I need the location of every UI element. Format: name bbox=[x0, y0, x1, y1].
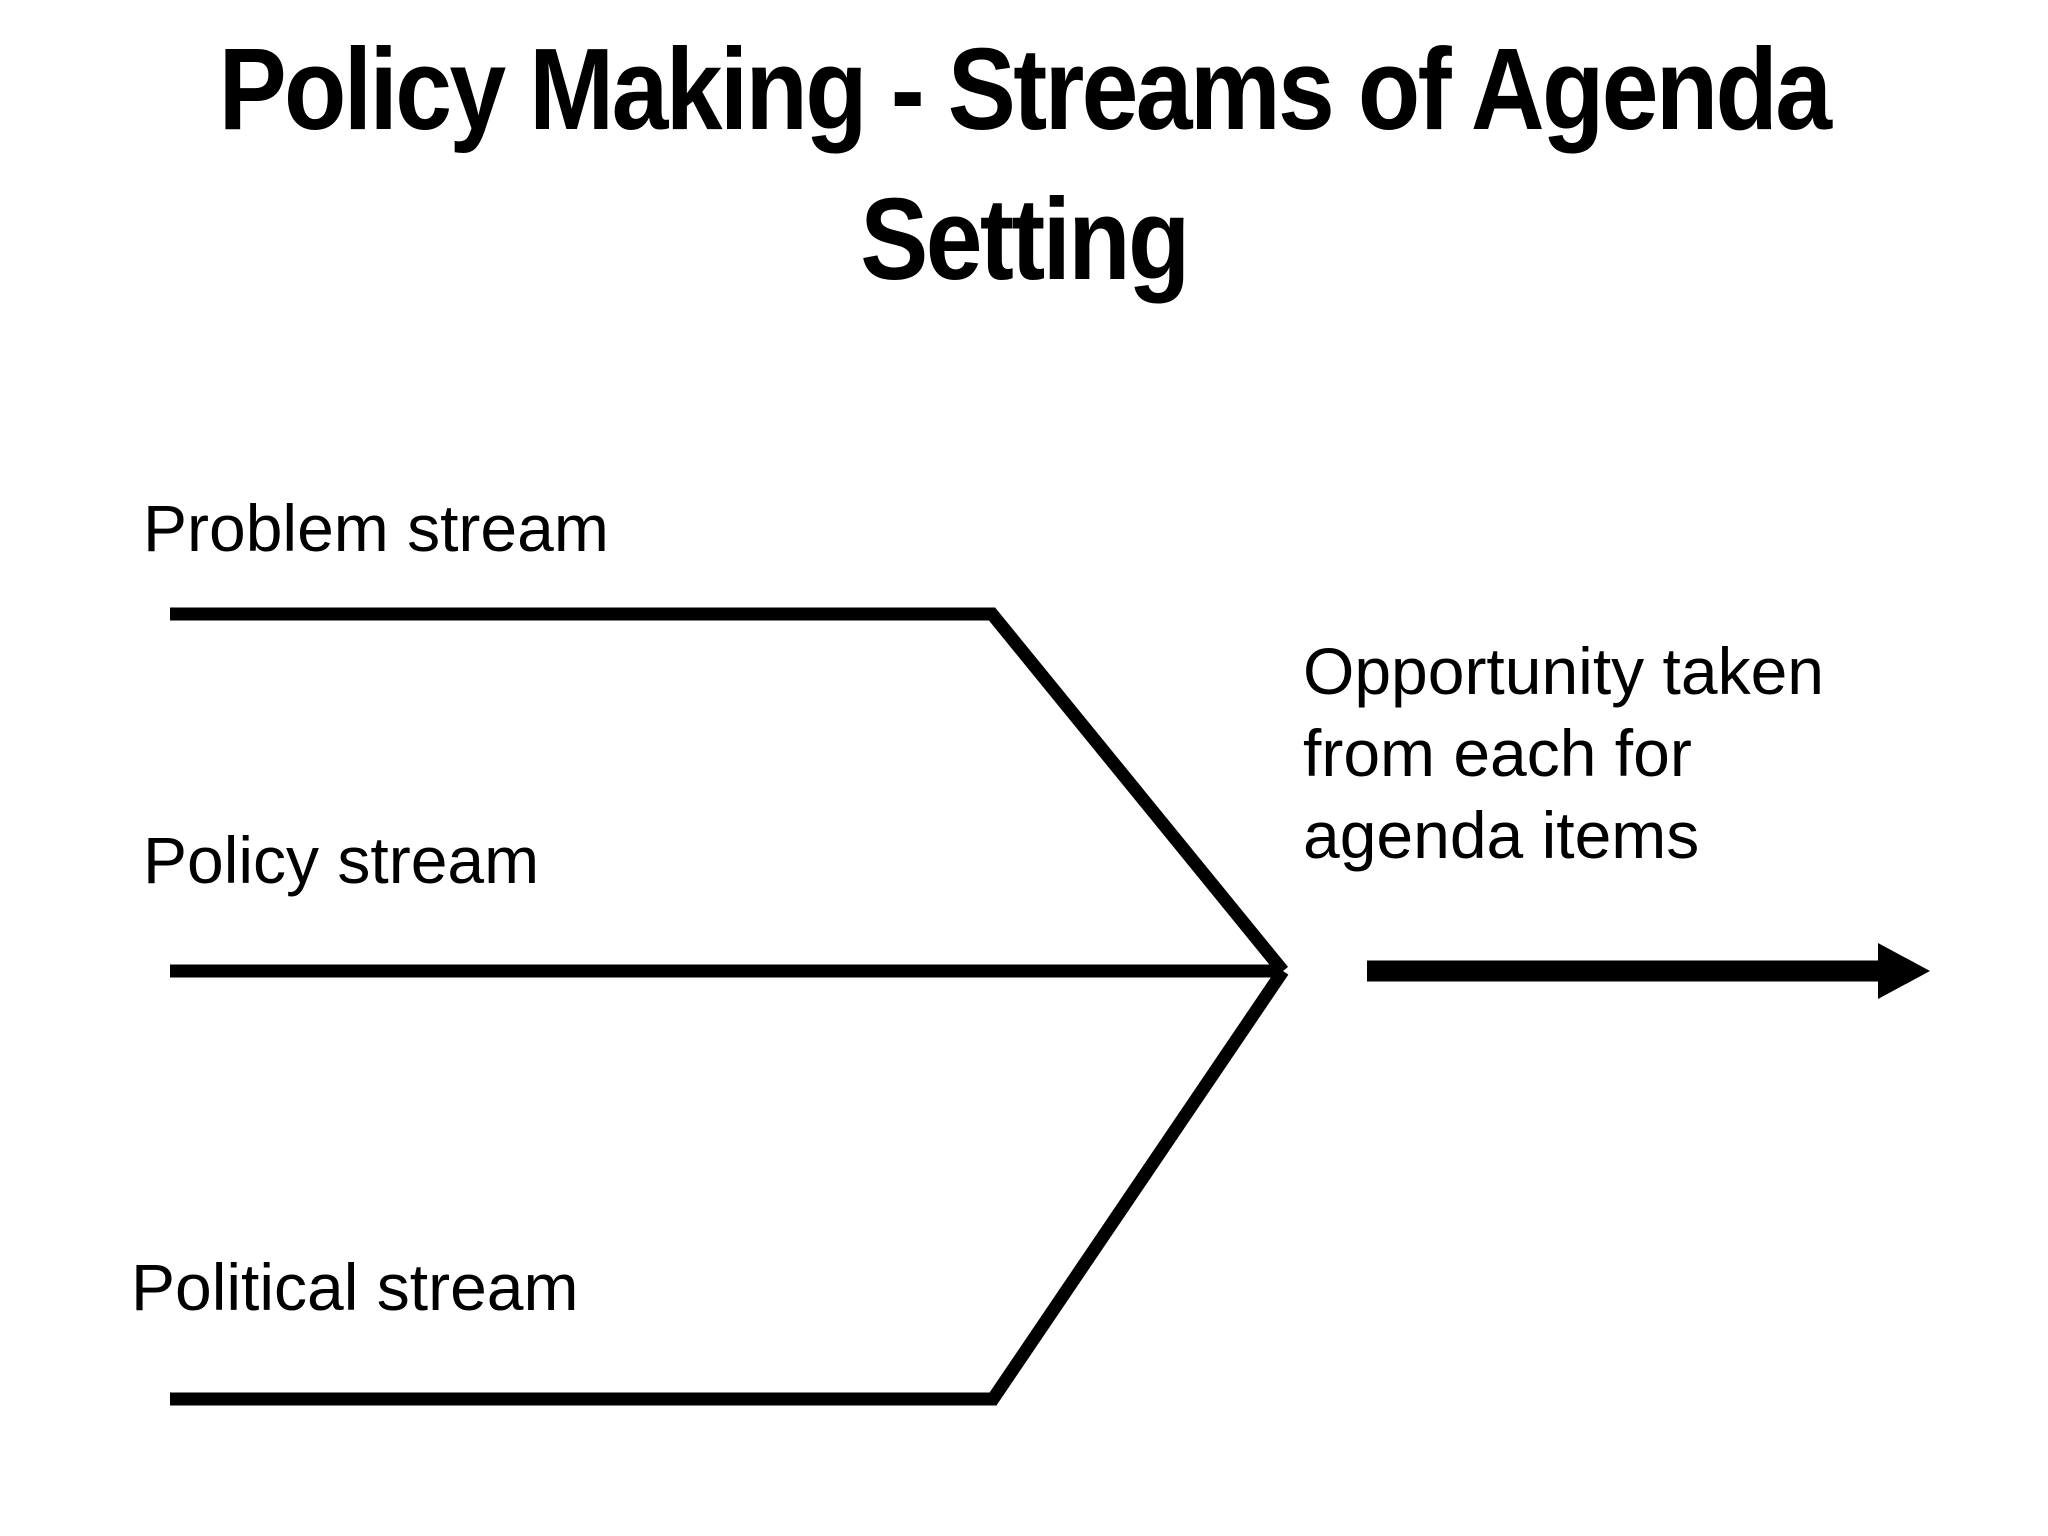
problem-stream-line bbox=[170, 607, 1289, 976]
arrow-right-icon bbox=[1367, 943, 1930, 999]
political-stream-line bbox=[170, 967, 1289, 1406]
opportunity-annotation-line3: agenda items bbox=[1303, 798, 1700, 872]
opportunity-annotation-line2: from each for bbox=[1303, 716, 1692, 790]
slide-title-line1: Policy Making - Streams of Agenda bbox=[218, 24, 1832, 154]
problem-stream-label: Problem stream bbox=[143, 491, 609, 565]
slide-title-line2: Setting bbox=[860, 174, 1190, 304]
political-stream-label: Political stream bbox=[131, 1250, 579, 1324]
policy-stream-label: Policy stream bbox=[143, 823, 540, 897]
opportunity-annotation-line1: Opportunity taken bbox=[1303, 634, 1824, 708]
opportunity-annotation: Opportunity taken from each for agenda i… bbox=[1303, 630, 1824, 876]
arrow-head bbox=[1878, 943, 1930, 999]
slide-title: Policy Making - Streams of Agenda Settin… bbox=[123, 14, 1925, 314]
